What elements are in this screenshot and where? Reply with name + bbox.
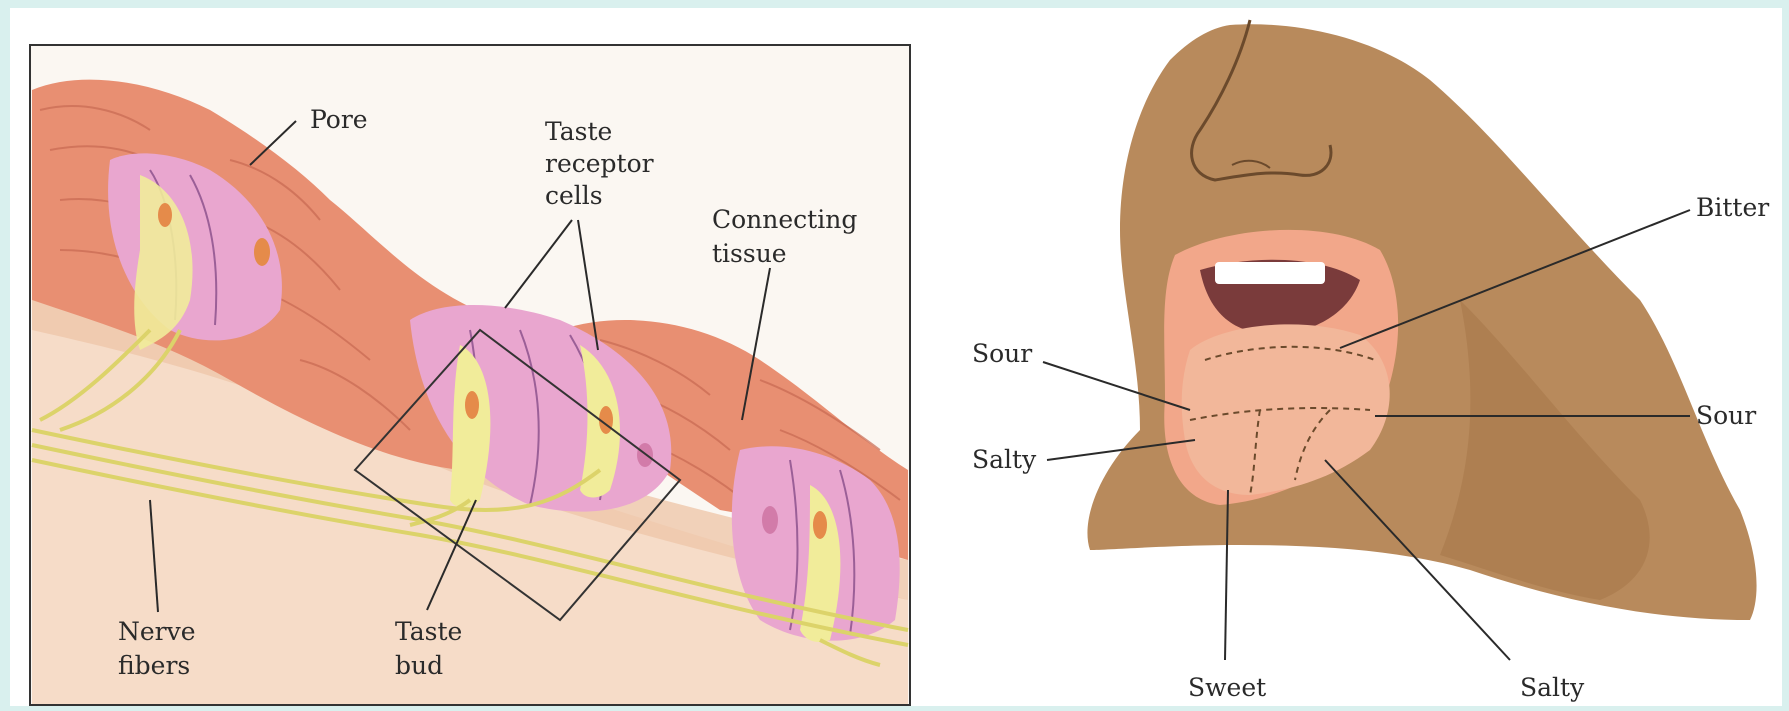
nerve-fibers-line-1: Nerve — [118, 617, 196, 646]
connecting-tissue-line-2: tissue — [712, 239, 787, 268]
taste-bud-line-2: bud — [395, 651, 443, 680]
sour-right-label: Sour — [1696, 401, 1756, 430]
taste-bud-panel: Pore Taste receptor cells Connecting tis… — [30, 45, 910, 705]
salty-bottom-label: Salty — [1520, 673, 1585, 702]
sweet-label: Sweet — [1188, 673, 1266, 702]
taste-bud-line-1: Taste — [395, 617, 462, 646]
sour-left-label: Sour — [972, 339, 1032, 368]
connecting-tissue-line-1: Connecting — [712, 205, 857, 234]
pore-label: Pore — [310, 105, 368, 134]
salty-left-label: Salty — [972, 445, 1037, 474]
nerve-fibers-line-2: fibers — [118, 651, 190, 680]
bitter-label: Bitter — [1696, 193, 1769, 222]
taste-receptor-line-2: receptor — [545, 149, 654, 178]
taste-receptor-line-1: Taste — [545, 117, 612, 146]
teeth — [1215, 262, 1325, 284]
taste-receptor-line-3: cells — [545, 181, 603, 210]
